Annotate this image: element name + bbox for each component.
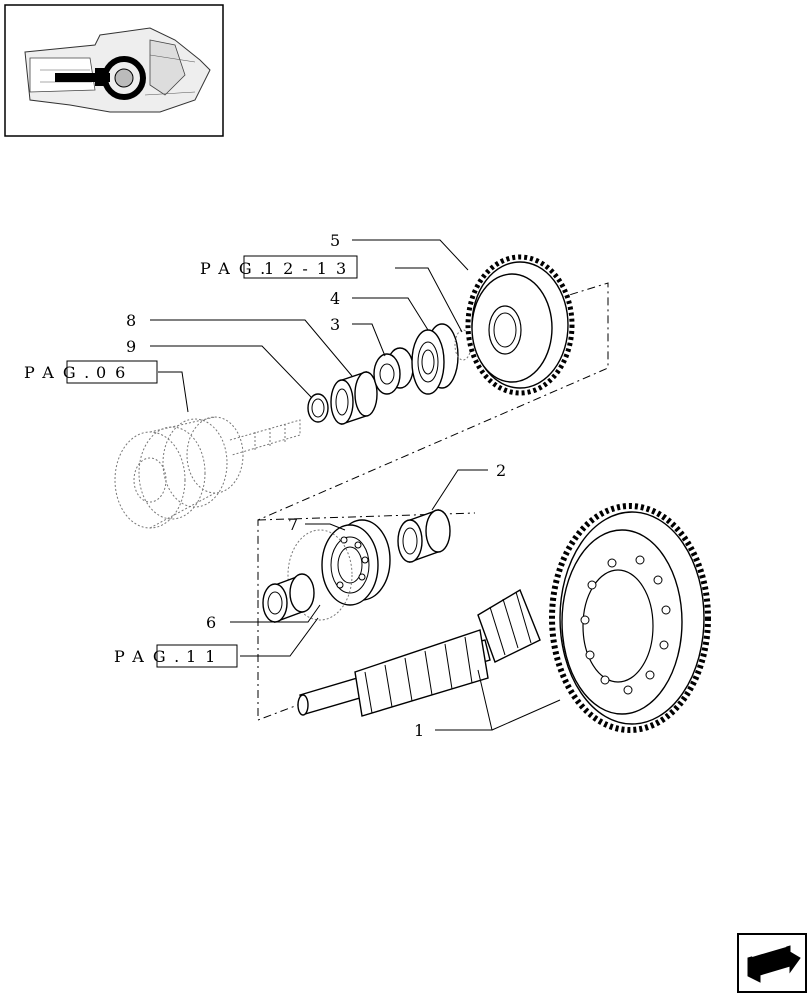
pinion-shaft-part-1[interactable] <box>297 588 541 717</box>
page-ref-number: 11 <box>186 647 224 666</box>
callout-7: 7 <box>288 515 298 534</box>
next-page-arrow-icon[interactable] <box>737 933 807 993</box>
page-ref-11[interactable]: PAG. 11 <box>114 644 238 668</box>
nut-part-3[interactable] <box>373 347 414 395</box>
callout-9: 9 <box>126 337 136 356</box>
bushing-part-8[interactable] <box>330 371 378 425</box>
ghost-shaft-assembly <box>114 416 301 529</box>
page-ref-prefix: PAG. <box>24 363 98 382</box>
page-ref-prefix: PAG. <box>200 259 274 278</box>
page-ref-12-13[interactable]: PAG. 12-13 <box>200 255 358 279</box>
location-thumbnail[interactable] <box>4 4 224 137</box>
bushing-part-2[interactable] <box>397 509 451 563</box>
callout-5: 5 <box>330 231 340 250</box>
bearing-part-4[interactable] <box>411 323 459 395</box>
page-ref-06[interactable]: PAG. 06 <box>24 360 158 384</box>
callout-2: 2 <box>496 461 506 480</box>
bushing-part-6[interactable] <box>262 573 315 624</box>
transmission-thumbnail-image <box>24 27 211 113</box>
page-ref-number: 06 <box>96 363 134 382</box>
crown-wheel-part-1[interactable] <box>549 503 711 733</box>
page-ref-number: 12-13 <box>264 259 355 278</box>
callout-8: 8 <box>126 311 136 330</box>
page-ref-prefix: PAG. <box>114 647 188 666</box>
snap-ring-part-9[interactable] <box>307 393 329 423</box>
callout-4: 4 <box>330 289 340 308</box>
callout-1: 1 <box>414 721 424 740</box>
leader-lines <box>150 239 561 731</box>
assembly-outline-upper <box>257 282 609 600</box>
spur-gear-part-5[interactable] <box>465 254 575 396</box>
ghost-shim-ref-11 <box>287 529 353 621</box>
callout-3: 3 <box>330 315 340 334</box>
roller-bearing-part-7[interactable] <box>321 519 391 606</box>
callout-6: 6 <box>206 613 216 632</box>
